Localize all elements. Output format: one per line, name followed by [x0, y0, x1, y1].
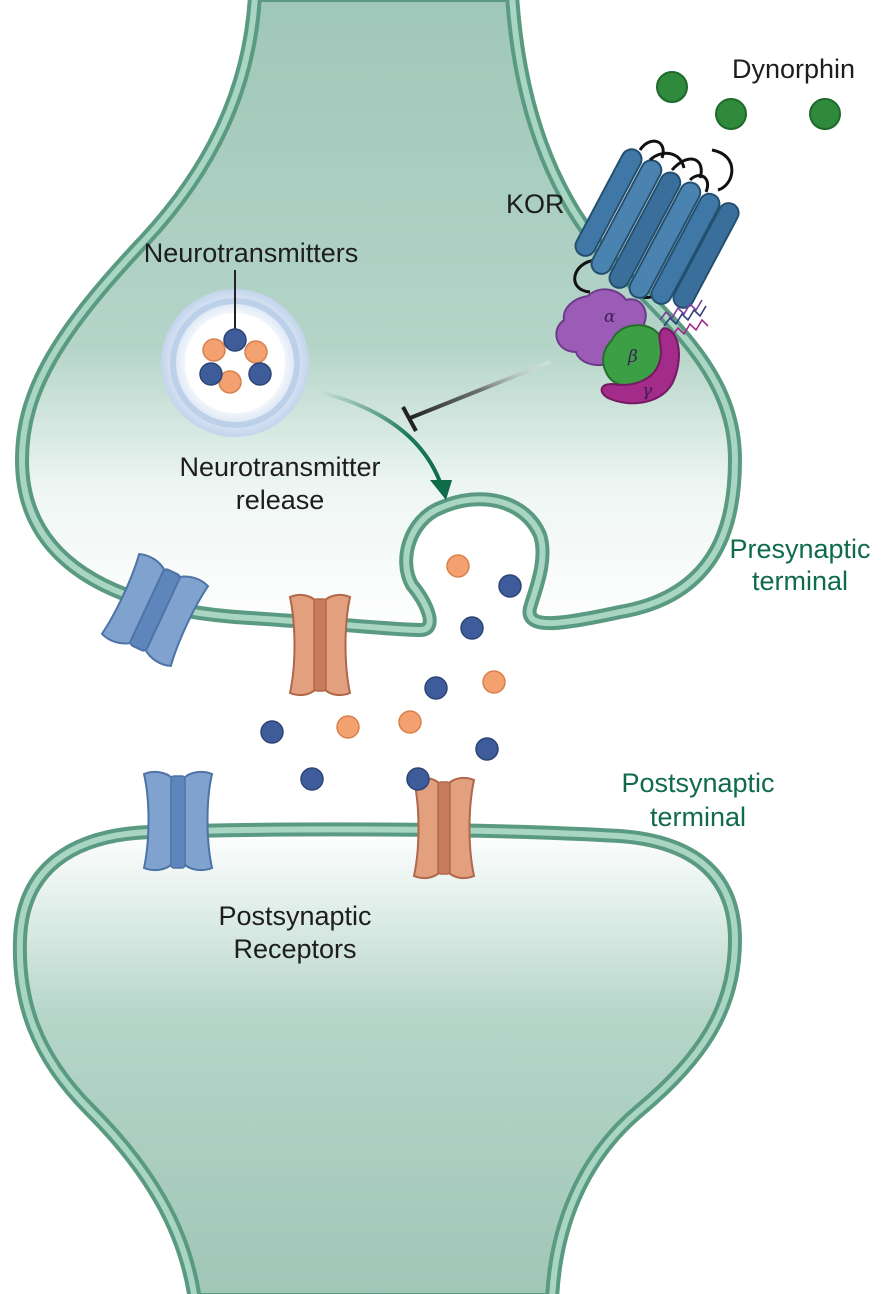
g-gamma-subunit	[600, 326, 680, 405]
release-label-line1: Neurotransmitter	[179, 452, 380, 482]
kor-receptor	[573, 139, 740, 309]
presynaptic-label-line2: terminal	[752, 566, 848, 596]
g-beta-label: β	[627, 347, 638, 367]
release-label-line2: release	[236, 485, 325, 515]
presynaptic-membrane-inner	[18, 0, 739, 634]
g-alpha-label: α	[604, 307, 616, 327]
postsynaptic-blue-receptor	[142, 770, 214, 872]
neurotransmitters-label: Neurotransmitters	[144, 238, 359, 268]
receptors-label-line2: Receptors	[233, 934, 356, 964]
presynaptic-orange-channel	[288, 593, 352, 697]
kor-label: KOR	[506, 189, 565, 219]
postsynaptic-membrane-inner	[16, 826, 739, 1294]
released-neurotransmitters	[260, 554, 522, 791]
synaptic-vesicle	[161, 289, 309, 437]
dynorphin-molecules	[656, 71, 841, 130]
inhibition-line	[401, 360, 551, 432]
vesicle-molecules	[199, 328, 272, 394]
postsynaptic-label-line2: terminal	[650, 802, 746, 832]
release-arrow	[319, 390, 452, 500]
postsynaptic-orange-receptor	[412, 776, 476, 880]
g-gamma-label: γ	[642, 381, 653, 401]
postsynaptic-membrane	[12, 822, 743, 1294]
postsynaptic-label-line1: Postsynaptic	[621, 768, 774, 798]
lipid-anchors	[659, 299, 709, 337]
presynaptic-blue-channel	[100, 553, 210, 667]
receptors-label-line1: Postsynaptic	[218, 901, 371, 931]
presynaptic-label-line1: Presynaptic	[729, 534, 870, 564]
g-protein: α β γ	[555, 288, 680, 405]
dynorphin-label: Dynorphin	[732, 54, 855, 84]
